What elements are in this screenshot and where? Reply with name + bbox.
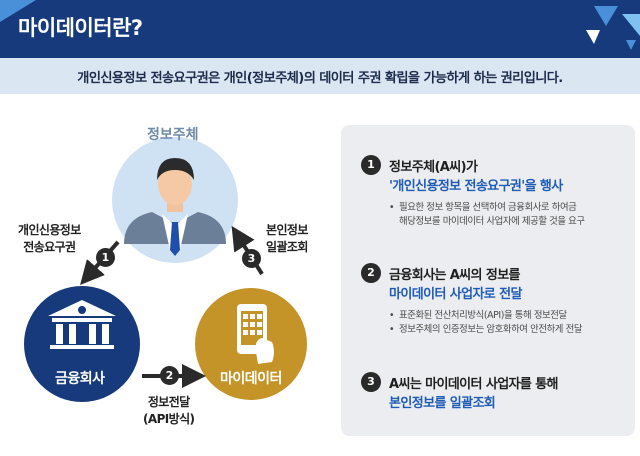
diagram-graphics <box>24 137 307 402</box>
smartphone-icon <box>237 304 274 364</box>
mydata-flow-diagram: 정보주체 금융회사 마이데이터 1 개인신용정보 전송요구권 2 정보전달 (A… <box>0 94 340 456</box>
arrow-2-label-line1: 정보전달 <box>147 395 190 409</box>
step-2-bullets: 표준화된 전산처리방식(API)을 통해 정보전달 정보주체의 인증정보는 암호… <box>389 309 582 337</box>
step-3-line2: 본인정보를 일괄조회 <box>389 396 496 411</box>
subject-label: 정보주체 <box>147 127 199 143</box>
person-icon <box>124 158 226 256</box>
steps-panel: 1 정보주체(A씨)가 '개인신용정보 전송요구권'을 행사 필요한 정보 항목… <box>341 125 635 436</box>
header-bar: 마이데이터란? <box>0 0 640 58</box>
arrow-3-label: 본인정보 일괄조회 <box>266 222 308 256</box>
corner-triangle-icon <box>0 0 36 22</box>
page-title: 마이데이터란? <box>18 16 143 40</box>
arrow-3-label-line2: 일괄조회 <box>266 240 308 254</box>
step-2-line2: 마이데이터 사업자로 전달 <box>389 287 522 302</box>
arrow-1-number: 1 <box>96 248 115 267</box>
subtitle-band: 개인신용정보 전송요구권은 개인(정보주체)의 데이터 주권 확립을 가능하게 … <box>0 58 640 94</box>
arrow-2-number: 2 <box>160 366 179 385</box>
step-3-line1: A씨는 마이데이터 사업자를 통해 <box>389 377 559 392</box>
arrow-1-label-line1: 개인신용정보 <box>18 223 81 237</box>
step-1-line1: 정보주체(A씨)가 <box>389 160 478 175</box>
step-2-bullet-1: 표준화된 전산처리방식(API)을 통해 정보전달 <box>389 309 582 323</box>
bank-icon <box>48 300 116 349</box>
arrow-1-label-line2: 전송요구권 <box>23 240 76 254</box>
step-1-bullet-line2: 해당정보를 마이데이터 사업자에 제공할 것을 요구 <box>399 216 585 227</box>
arrow-3-number: 3 <box>242 249 261 268</box>
step-1-number: 1 <box>361 155 381 175</box>
arrow-3-label-line1: 본인정보 <box>266 223 308 237</box>
step-2-bullet-2: 정보주체의 인증정보는 암호화하여 안전하게 전달 <box>389 323 582 337</box>
arrow-1-label: 개인신용정보 전송요구권 <box>18 222 81 256</box>
step-3-number: 3 <box>361 372 381 392</box>
step-2-number: 2 <box>361 263 381 283</box>
finance-label: 금융회사 <box>55 371 105 387</box>
step-1-line2: '개인신용정보 전송요구권'을 행사 <box>389 179 563 194</box>
arrow-2-label: 정보전달 (API방식) <box>143 394 195 428</box>
step-1-bullet-line1: 필요한 정보 항목을 선택하여 금융회사로 하여금 <box>399 202 577 213</box>
decorative-triangles-icon <box>586 6 640 50</box>
step-2-line1: 금융회사는 A씨의 정보를 <box>389 268 521 283</box>
mydata-label: 마이데이터 <box>220 371 282 387</box>
arrow-2-label-line2: (API방식) <box>143 412 195 426</box>
subtitle-text: 개인신용정보 전송요구권은 개인(정보주체)의 데이터 주권 확립을 가능하게 … <box>77 71 563 86</box>
